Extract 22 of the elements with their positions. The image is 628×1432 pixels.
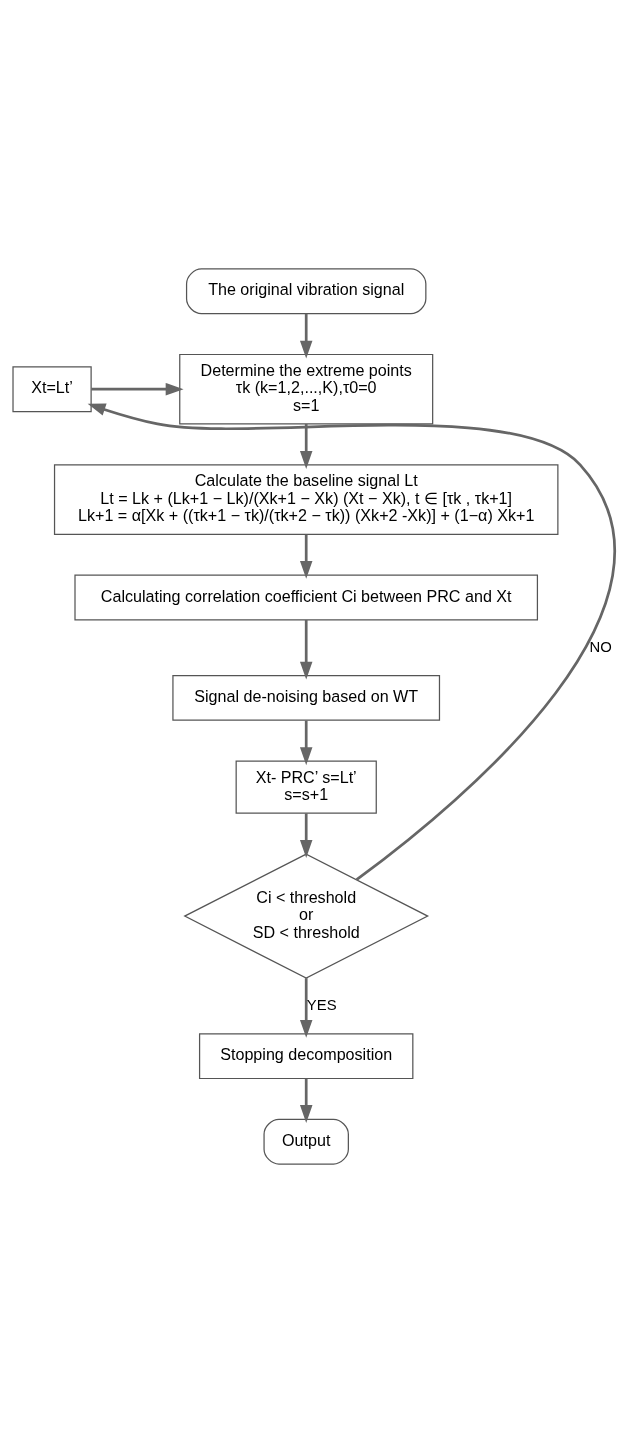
edge-label: YES	[306, 996, 337, 1013]
arrow	[299, 423, 313, 469]
arrow	[299, 812, 313, 858]
arrow	[299, 534, 313, 579]
node-box: Stopping decomposition	[198, 1032, 414, 1079]
node-box: Output	[263, 1118, 349, 1165]
node-box: Calculate the baseline signal Lt Lt = Lk + (Lk+1 − Lk)/(Xk+1 − Xk) (Xt − Xk), t ∈ [τk , τk+1] Lk+1 = α[Xk + ((τk+1 − τk)/(τk+2 − τk)) (Xk+2 -Xk)] + (1−α) Xk+1	[53, 463, 559, 535]
arrow	[91, 382, 184, 395]
arrow	[299, 619, 313, 680]
edge-label: NO	[589, 638, 612, 655]
node-box: Xt- PRC’ s=Lt’ s=s+1	[235, 760, 377, 814]
arrow	[87, 403, 616, 881]
node-box: The original vibration signal	[185, 267, 427, 314]
node-box: Signal de-noising based on WT	[172, 674, 441, 721]
arrow	[299, 1078, 313, 1123]
arrow	[299, 977, 313, 1038]
node-diamond: Ci < threshold or SD < threshold	[183, 852, 430, 979]
node-box: Xt=Lt’	[12, 365, 92, 412]
node-box: Calculating correlation coefficient Ci between PRC and Xt	[74, 574, 539, 620]
arrow	[299, 720, 313, 765]
node-box: Determine the extreme points τk (k=1,2,...,K),τ0=0 s=1	[179, 353, 434, 425]
arrow	[299, 313, 313, 359]
